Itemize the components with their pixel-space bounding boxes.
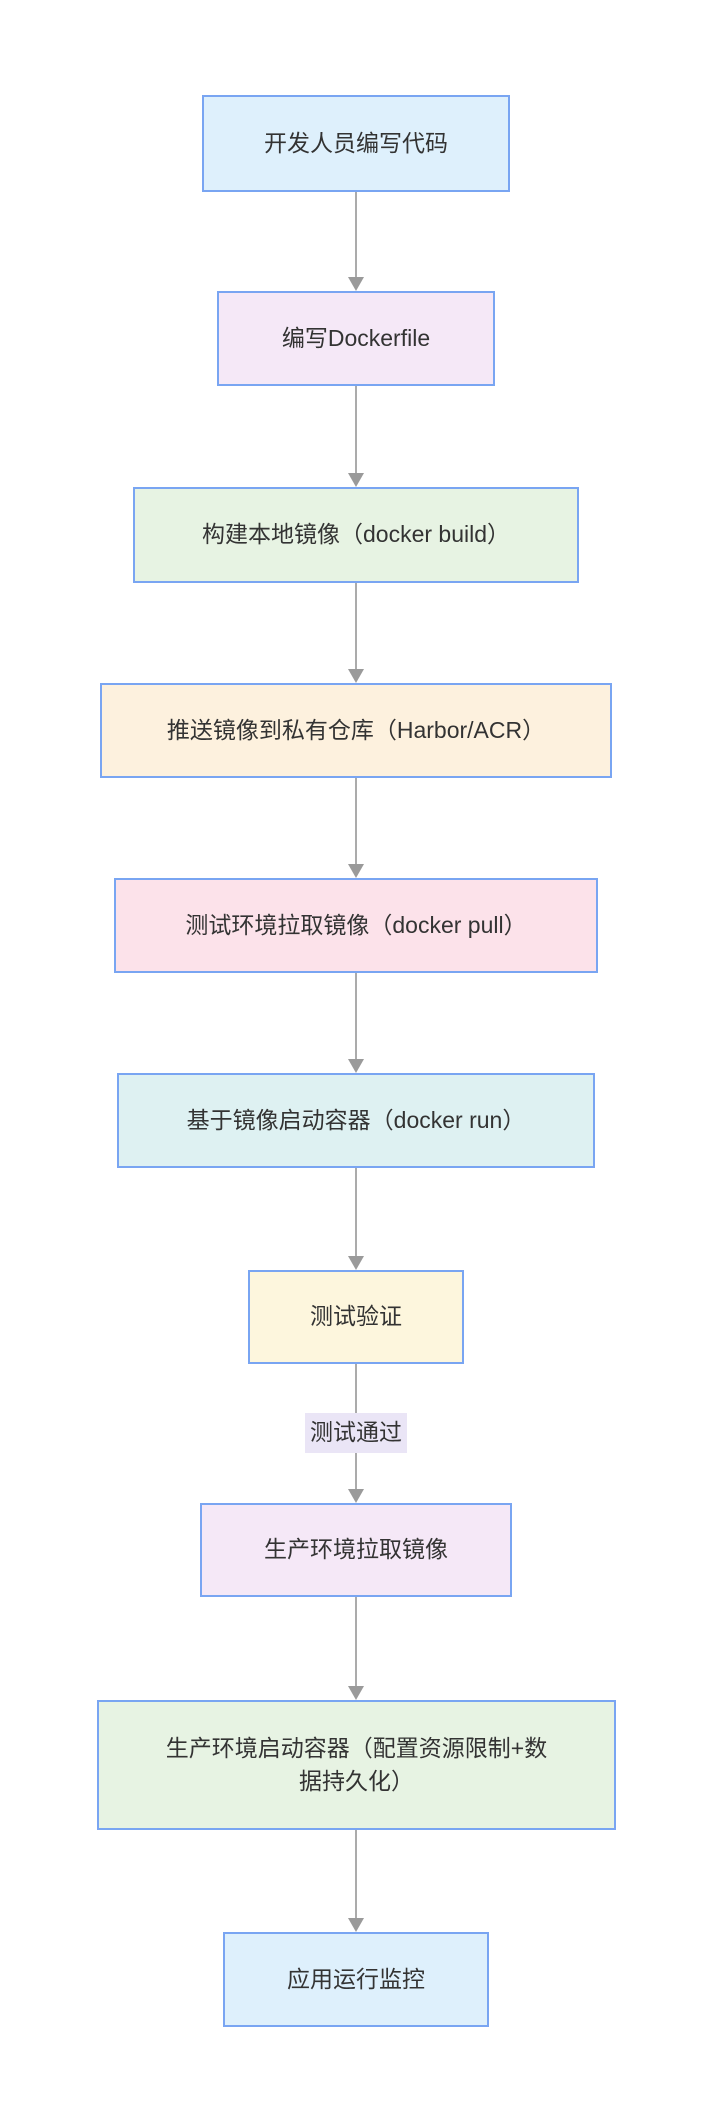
flow-arrow [355,386,357,475]
flow-node-write-code: 开发人员编写代码 [202,95,510,192]
flow-node-label: 开发人员编写代码 [264,129,448,156]
flow-node-docker-build: 构建本地镜像（docker build） [133,487,579,583]
arrowhead-icon [348,1918,364,1932]
flow-arrow [355,1597,357,1688]
flow-node-prod-pull: 生产环境拉取镜像 [200,1503,512,1597]
edge-label-test-passed: 测试通过 [305,1413,407,1453]
flow-arrow [355,583,357,671]
arrowhead-icon [348,473,364,487]
arrowhead-icon [348,277,364,291]
flow-arrow [355,192,357,279]
flow-node-label: 基于镜像启动容器（docker run） [186,1106,526,1133]
arrowhead-icon [348,1489,364,1503]
flow-node-label: 生产环境拉取镜像 [264,1536,448,1563]
flow-node-label: 编写Dockerfile [281,324,431,351]
arrowhead-icon [348,1256,364,1270]
flow-node-monitor: 应用运行监控 [223,1932,489,2027]
flow-node-prod-run: 生产环境启动容器（配置资源限制+数据持久化） [97,1700,616,1830]
arrowhead-icon [348,669,364,683]
flow-node-test-pull: 测试环境拉取镜像（docker pull） [114,878,598,973]
flow-node-label: 推送镜像到私有仓库（Harbor/ACR） [166,716,546,743]
flow-arrow [355,778,357,866]
flow-arrow [355,973,357,1061]
flow-node-label: 构建本地镜像（docker build） [201,521,511,548]
arrowhead-icon [348,864,364,878]
flow-node-push-registry: 推送镜像到私有仓库（Harbor/ACR） [100,683,612,778]
arrowhead-icon [348,1686,364,1700]
flow-node-label: 测试验证 [310,1303,402,1330]
flow-node-write-dockerfile: 编写Dockerfile [217,291,495,386]
flow-arrow [355,1168,357,1258]
flow-node-label: 测试环境拉取镜像（docker pull） [185,911,527,938]
flow-node-test-verify: 测试验证 [248,1270,464,1364]
flow-arrow [355,1830,357,1920]
flow-node-label: 生产环境启动容器（配置资源限制+数据持久化） [165,1734,548,1794]
flow-node-label: 应用运行监控 [287,1965,425,1992]
arrowhead-icon [348,1059,364,1073]
flow-node-docker-run: 基于镜像启动容器（docker run） [117,1073,595,1168]
